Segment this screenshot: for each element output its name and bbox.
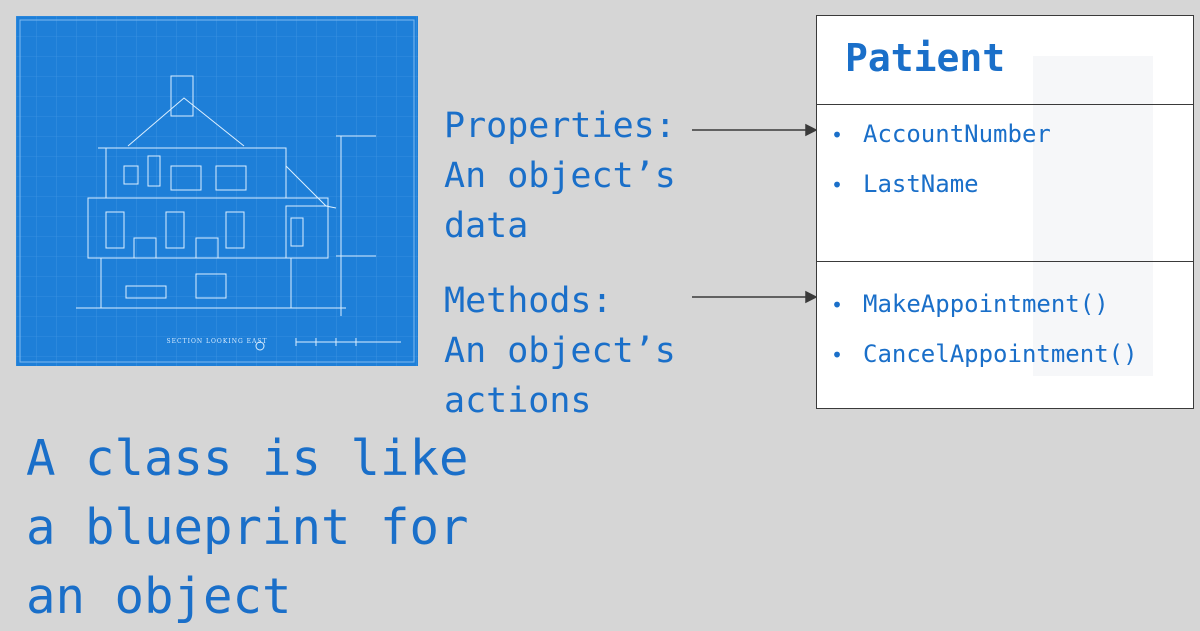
class-methods-divider [817,261,1193,262]
headline-line2: a blueprint for [26,499,469,556]
methods-label: Methods: An object’s actions [444,276,676,426]
class-diagram-box: Patient • AccountNumber • LastName • MakeAp… [816,15,1194,409]
headline-line3: an object [26,568,292,625]
properties-arrow-head [805,123,818,137]
methods-arrow-head [805,290,818,304]
properties-desc-line1: An object’s [444,156,676,196]
bullet: • [831,173,844,197]
bullet: • [831,123,844,147]
watermark-shape [1033,56,1153,376]
property-name: AccountNumber [863,120,1051,148]
headline-line1: A class is like [26,430,469,487]
class-name: Patient [845,36,1006,80]
properties-title: Properties: [444,106,676,146]
bullet: • [831,343,844,367]
property-item: • AccountNumber [831,120,1051,148]
blueprint-image: SECTION LOOKING EAST [16,16,418,366]
bullet: • [831,293,844,317]
method-item: • MakeAppointment() [831,290,1109,318]
properties-label: Properties: An object’s data [444,101,676,251]
property-item: • LastName [831,170,979,198]
property-name: LastName [863,170,979,198]
methods-title: Methods: [444,281,613,321]
methods-desc-line1: An object’s [444,331,676,371]
method-name: MakeAppointment() [863,290,1109,318]
house-blueprint-drawing [16,16,418,366]
methods-desc-line2: actions [444,381,592,421]
class-header-divider [817,104,1193,105]
arrows [692,123,818,304]
properties-desc-line2: data [444,206,529,246]
blueprint-caption: SECTION LOOKING EAST [166,338,268,345]
method-name: CancelAppointment() [863,340,1138,368]
method-item: • CancelAppointment() [831,340,1138,368]
headline: A class is like a blueprint for an objec… [26,424,469,631]
